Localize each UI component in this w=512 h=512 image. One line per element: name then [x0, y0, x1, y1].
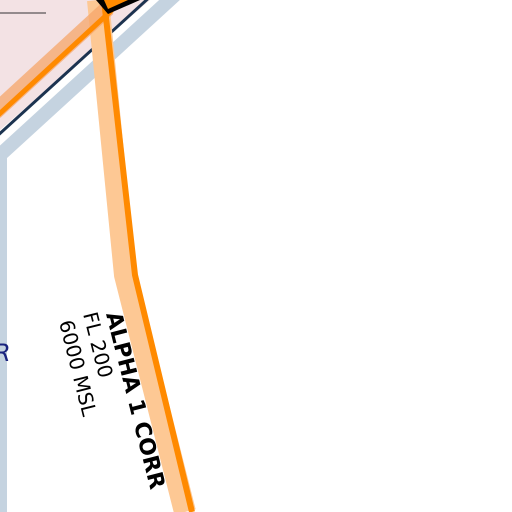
- corridor-diagonal-line: [0, 8, 114, 117]
- corridor-diagonal-buffer: [0, 2, 114, 118]
- airspace-boundary-line: [0, 0, 149, 136]
- partial-label-box: [96, 0, 140, 14]
- corridor-buffer: [87, 0, 196, 512]
- airspace-name-fragment: R: [0, 339, 11, 367]
- airspace-boundary-buffer: [0, 0, 180, 512]
- corridor-line: [101, 0, 195, 512]
